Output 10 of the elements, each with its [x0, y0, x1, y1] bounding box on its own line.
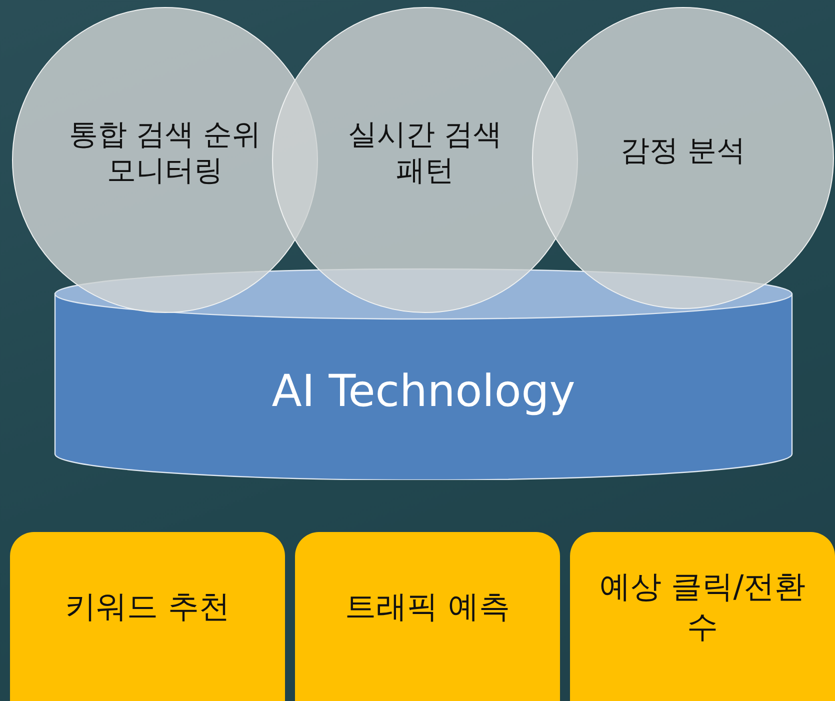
node-label: 실시간 검색 패턴: [346, 116, 504, 188]
node-label: 통합 검색 순위 모니터링: [68, 116, 262, 188]
node-label: 트래픽 예측: [345, 588, 510, 626]
feature-card: [10, 532, 285, 701]
node-label: 예상 클릭/전환 수: [598, 568, 807, 646]
node-label: 키워드 추천: [65, 588, 230, 626]
node-label: AI Technology: [272, 366, 576, 416]
feature-card: [295, 532, 560, 701]
feature-card: [570, 532, 835, 701]
node-label: 감정 분석: [620, 132, 746, 168]
